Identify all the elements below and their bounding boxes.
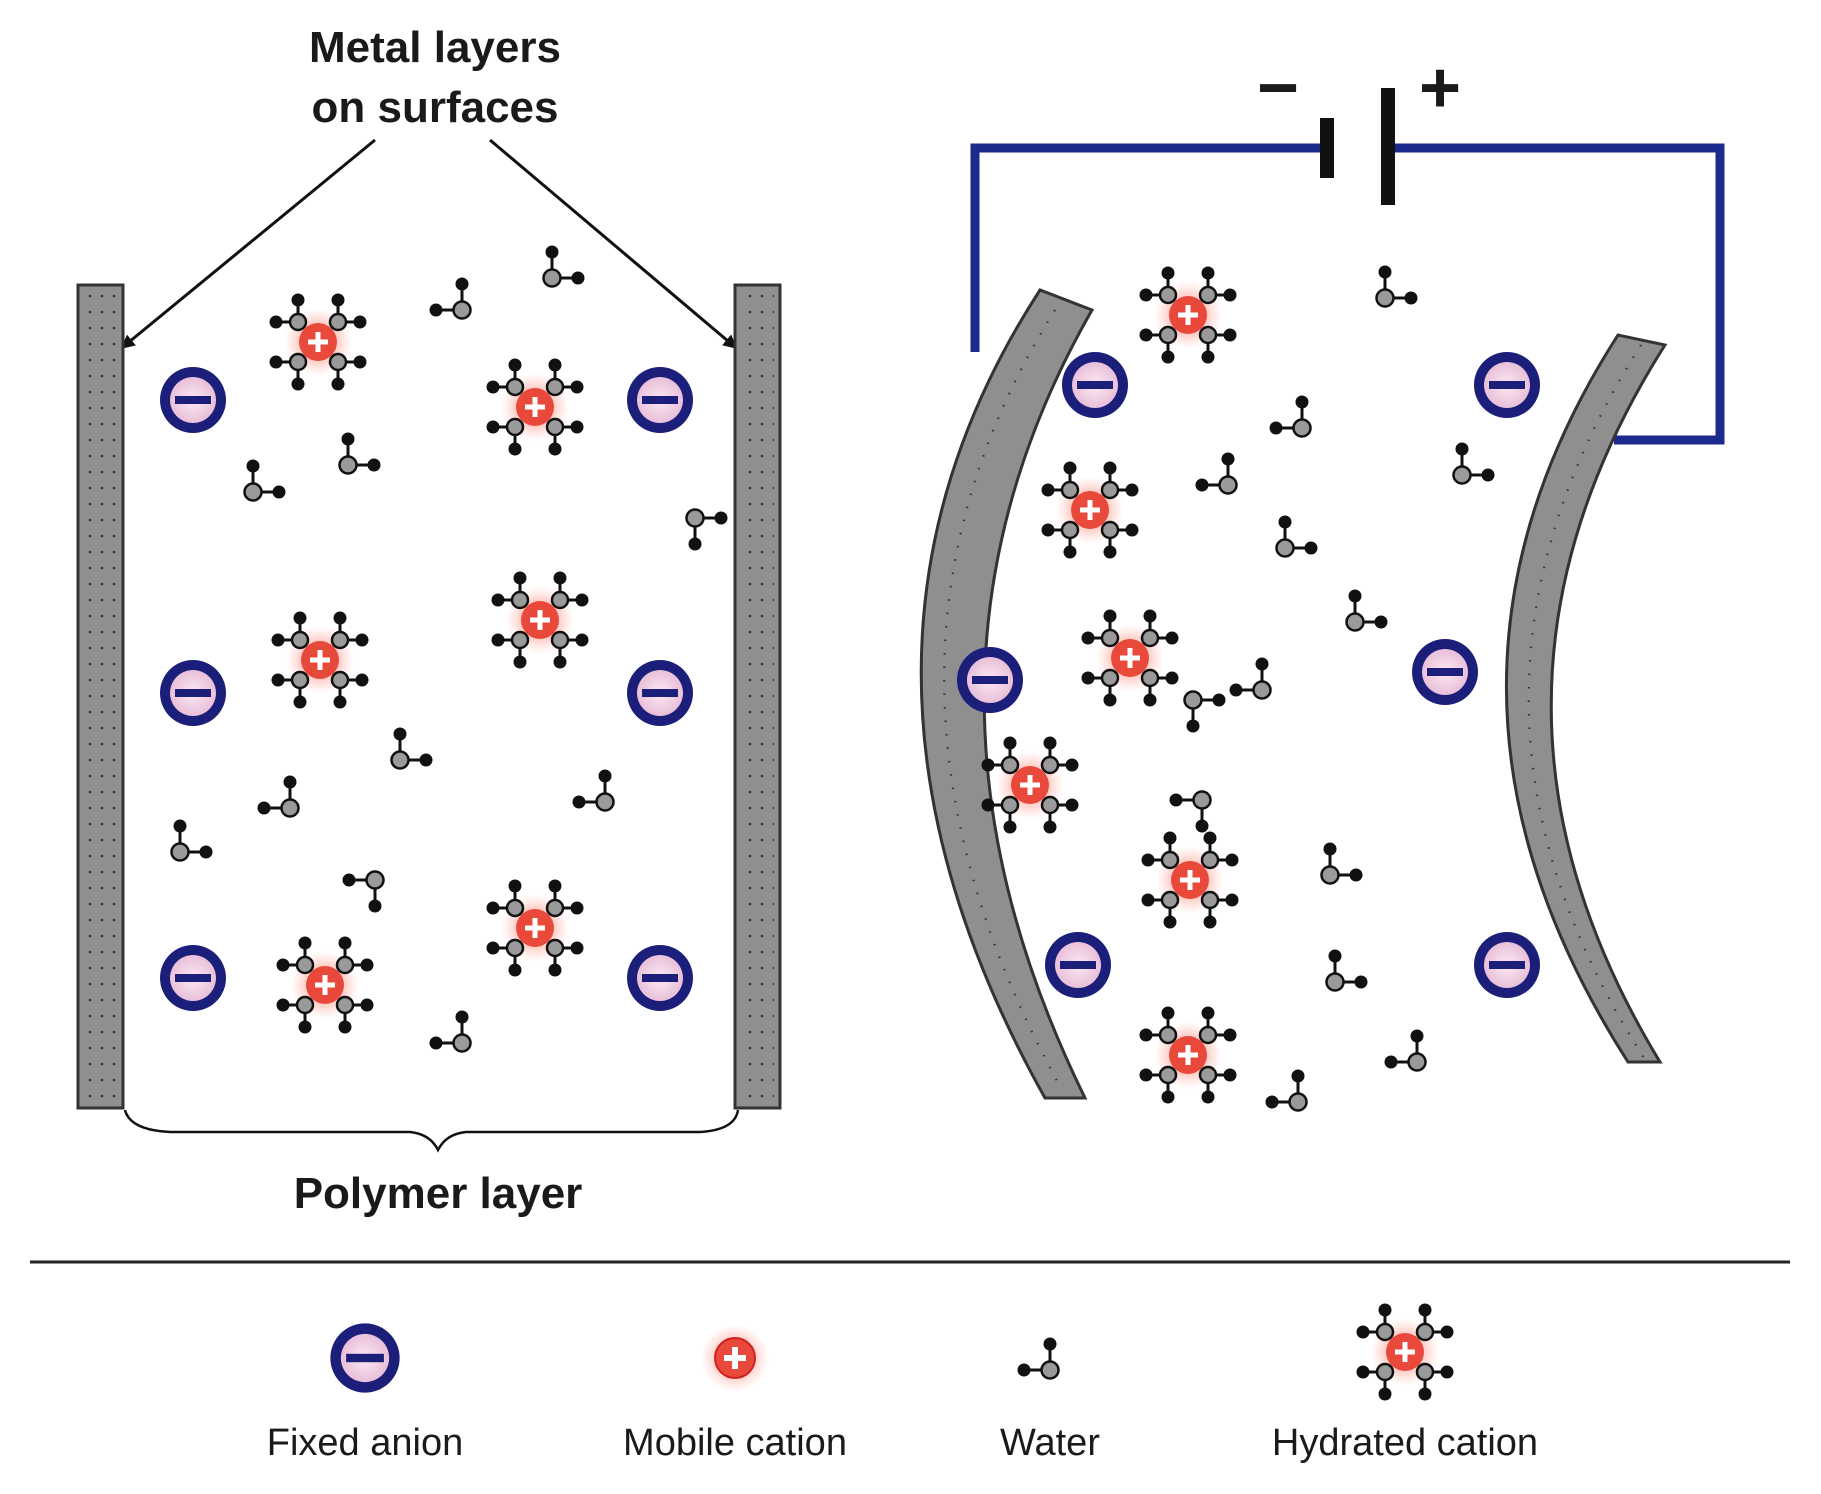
fixed-anion-icon xyxy=(160,367,226,433)
water-molecule-icon xyxy=(1229,657,1272,700)
hydrated-cation-icon xyxy=(486,358,584,456)
metal-layers-label-line1: Metal layers xyxy=(309,23,561,72)
fixed-anion-icon xyxy=(1045,932,1111,998)
fixed-anion-icon xyxy=(160,660,226,726)
water-molecule-icon xyxy=(1375,265,1418,308)
bent-metal-layer-left xyxy=(919,288,1095,1100)
water-molecule-icon xyxy=(1325,949,1368,992)
hydrated-cation-icon xyxy=(491,571,589,669)
hydrated-cation-icon xyxy=(276,936,374,1034)
water-molecule-icon xyxy=(1275,515,1318,558)
water-molecule-icon xyxy=(243,459,286,502)
legend-mobile-cation-label: Mobile cation xyxy=(623,1422,847,1464)
fixed-anion-icon xyxy=(1412,639,1478,705)
legend-fixed-anion-label: Fixed anion xyxy=(267,1422,463,1464)
water-molecule-icon xyxy=(1452,442,1495,485)
polymer-layer-brace xyxy=(123,1109,740,1153)
polymer-layer-label: Polymer layer xyxy=(294,1169,583,1218)
hydrated-cation-icon xyxy=(1139,266,1237,364)
hydrated-cation-icon xyxy=(1356,1303,1454,1401)
fixed-anion-icon xyxy=(627,945,693,1011)
water-molecule-icon xyxy=(542,245,585,288)
water-molecule-icon xyxy=(1265,1069,1308,1112)
metal-layers-label-line2: on surfaces xyxy=(312,83,559,132)
particle-symbols xyxy=(160,245,1540,1112)
mobile-cation-icon xyxy=(701,1324,769,1392)
water-molecule-icon xyxy=(1183,690,1226,733)
water-molecule-icon xyxy=(170,819,213,862)
hydrated-cation-icon xyxy=(981,736,1079,834)
water-molecule-icon xyxy=(1320,842,1363,885)
water-molecule-icon xyxy=(1017,1337,1060,1380)
water-molecule-icon xyxy=(429,1010,472,1053)
water-molecule-icon xyxy=(572,769,615,812)
water-molecule-icon xyxy=(390,727,433,770)
legend: Fixed anion Mobile cation Water Hydrated… xyxy=(267,1303,1538,1464)
hydrated-cation-icon xyxy=(486,879,584,977)
water-molecule-icon xyxy=(338,432,381,475)
fixed-anion-icon xyxy=(627,367,693,433)
fixed-anion-icon xyxy=(330,1323,400,1393)
metal-arrow-right xyxy=(489,138,738,349)
battery-plus-sign: + xyxy=(1419,48,1461,128)
water-molecule-icon xyxy=(685,508,728,551)
water-molecule-icon xyxy=(342,870,385,913)
metal-arrow-left xyxy=(120,138,376,349)
battery-minus-sign: − xyxy=(1257,48,1299,128)
hydrated-cation-icon xyxy=(269,293,367,391)
fixed-anion-icon xyxy=(627,660,693,726)
circuit-wire xyxy=(970,143,1725,445)
hydrated-cation-icon xyxy=(271,611,369,709)
left-metal-layer-electrode xyxy=(76,283,125,1110)
fixed-anion-icon xyxy=(1474,932,1540,998)
water-molecule-icon xyxy=(429,277,472,320)
water-molecule-icon xyxy=(1169,790,1212,833)
hydrated-cation-icon xyxy=(1081,609,1179,707)
right-metal-layer-electrode xyxy=(733,283,782,1110)
legend-water-label: Water xyxy=(1000,1422,1100,1464)
water-molecule-icon xyxy=(1269,395,1312,438)
fixed-anion-icon xyxy=(160,945,226,1011)
water-molecule-icon xyxy=(1384,1029,1427,1072)
hydrated-cation-icon xyxy=(1139,1006,1237,1104)
fixed-anion-icon xyxy=(957,647,1023,713)
fixed-anion-icon xyxy=(1062,352,1128,418)
water-molecule-icon xyxy=(1195,452,1238,495)
bent-metal-layer-right xyxy=(1504,333,1668,1064)
hydrated-cation-icon xyxy=(1141,831,1239,929)
water-molecule-icon xyxy=(1345,589,1388,632)
legend-hydrated-cation-label: Hydrated cation xyxy=(1272,1422,1538,1464)
water-molecule-icon xyxy=(257,775,300,818)
fixed-anion-icon xyxy=(1474,352,1540,418)
hydrated-cation-icon xyxy=(1041,461,1139,559)
